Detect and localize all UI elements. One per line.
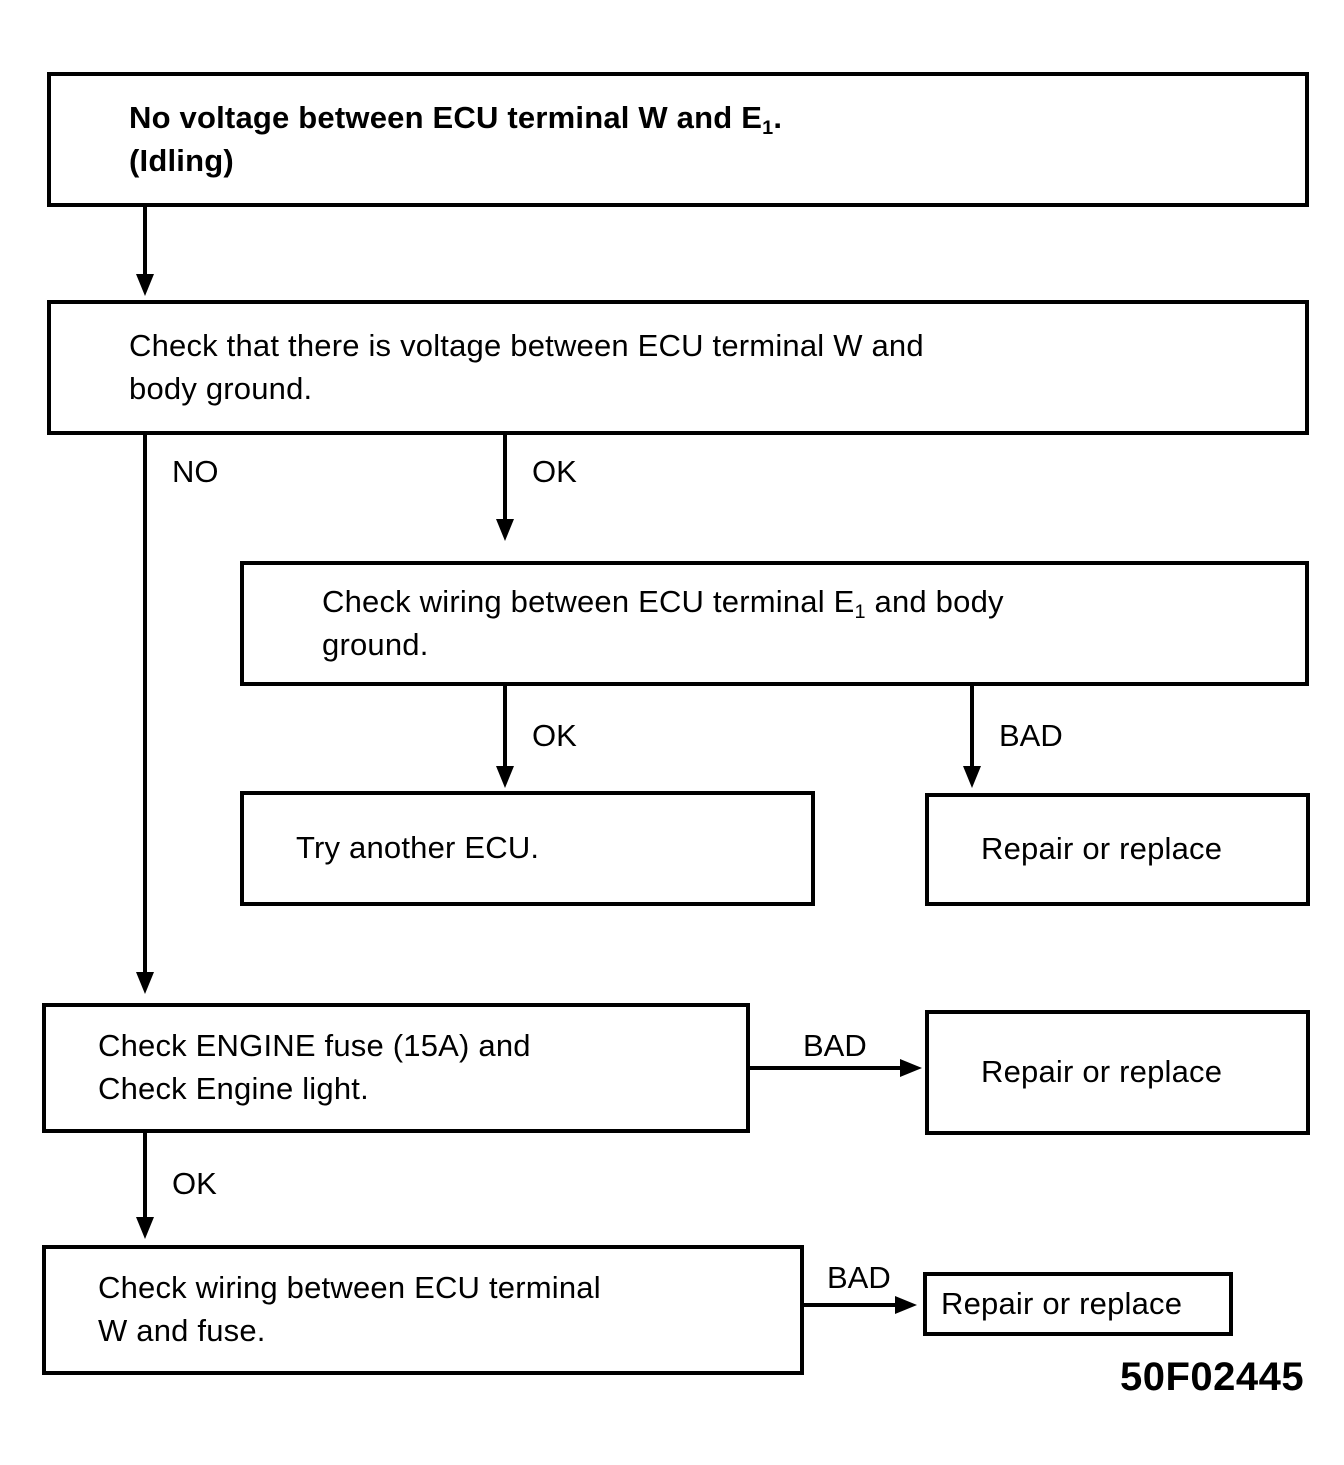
arrowhead-bad-branch-2	[900, 1059, 922, 1077]
reference-code: 50F02445	[1120, 1355, 1305, 1399]
node-check-wiring-e1-line1b: and body	[865, 583, 1004, 619]
node-try-another-ecu: Try another ECU.	[240, 791, 815, 906]
node-repair-or-replace-3: Repair or replace	[923, 1272, 1233, 1336]
node-no-voltage: No voltage between ECU terminal W and E1…	[47, 72, 1309, 207]
node-check-engine-fuse: Check ENGINE fuse (15A) and Check Engine…	[42, 1003, 750, 1133]
arrowhead-bad-branch-1	[963, 766, 981, 788]
arrowhead-bad-branch-3	[895, 1296, 917, 1314]
arrowhead-ok-branch-1	[496, 519, 514, 541]
node-no-voltage-line1-tail: .	[773, 99, 783, 135]
edge-label-bad-2: BAD	[803, 1028, 867, 1063]
connector-ok-branch-2	[503, 686, 507, 771]
connector-bad-branch-1	[970, 686, 974, 771]
connector-no-branch	[143, 435, 147, 975]
arrowhead-ok-branch-2	[496, 766, 514, 788]
arrowhead-ok-branch-3	[136, 1217, 154, 1239]
node-repair-or-replace-2-text: Repair or replace	[981, 1054, 1223, 1090]
connector-bad-branch-3	[804, 1303, 899, 1307]
edge-label-ok-1: OK	[532, 454, 577, 489]
node-check-voltage-w-body-ground: Check that there is voltage between ECU …	[47, 300, 1309, 435]
node-no-voltage-line2: (Idling)	[129, 142, 234, 178]
node-check-wiring-e1-line2: ground.	[322, 626, 429, 662]
node-repair-or-replace-1-text: Repair or replace	[981, 831, 1223, 867]
node-repair-or-replace-3-text: Repair or replace	[941, 1285, 1183, 1321]
node-check-voltage-text: Check that there is voltage between ECU …	[129, 327, 924, 406]
connector-ok-branch-1	[503, 435, 507, 525]
node-check-wiring-w-fuse: Check wiring between ECU terminal W and …	[42, 1245, 804, 1375]
node-no-voltage-text: No voltage between ECU terminal W and E1…	[51, 97, 1305, 183]
arrowhead-to-check-voltage	[136, 274, 154, 296]
connector-bad-branch-2	[750, 1066, 905, 1070]
node-check-wiring-e1-subscript: 1	[854, 600, 866, 623]
edge-label-bad-3: BAD	[827, 1260, 891, 1295]
edge-label-ok-3: OK	[172, 1166, 217, 1201]
edge-label-no: NO	[172, 454, 219, 489]
node-check-wiring-e1-body-ground: Check wiring between ECU terminal E1 and…	[240, 561, 1309, 686]
node-try-another-ecu-text: Try another ECU.	[296, 830, 540, 866]
node-no-voltage-line1: No voltage between ECU terminal W and E	[129, 99, 763, 135]
node-no-voltage-subscript: 1	[762, 116, 774, 139]
edge-label-bad-1: BAD	[999, 718, 1063, 753]
connector-no-voltage-to-check-voltage	[143, 207, 147, 279]
node-repair-or-replace-1: Repair or replace	[925, 793, 1310, 906]
node-repair-or-replace-2: Repair or replace	[925, 1010, 1310, 1135]
node-check-wiring-w-fuse-text: Check wiring between ECU terminal W and …	[98, 1270, 601, 1348]
edge-label-ok-2: OK	[532, 718, 577, 753]
arrowhead-no-branch	[136, 972, 154, 994]
node-check-wiring-e1-line1a: Check wiring between ECU terminal E	[322, 583, 855, 619]
node-check-engine-fuse-text: Check ENGINE fuse (15A) and Check Engine…	[98, 1028, 531, 1106]
connector-ok-branch-3	[143, 1133, 147, 1221]
node-check-wiring-e1-text: Check wiring between ECU terminal E1 and…	[244, 581, 1305, 667]
